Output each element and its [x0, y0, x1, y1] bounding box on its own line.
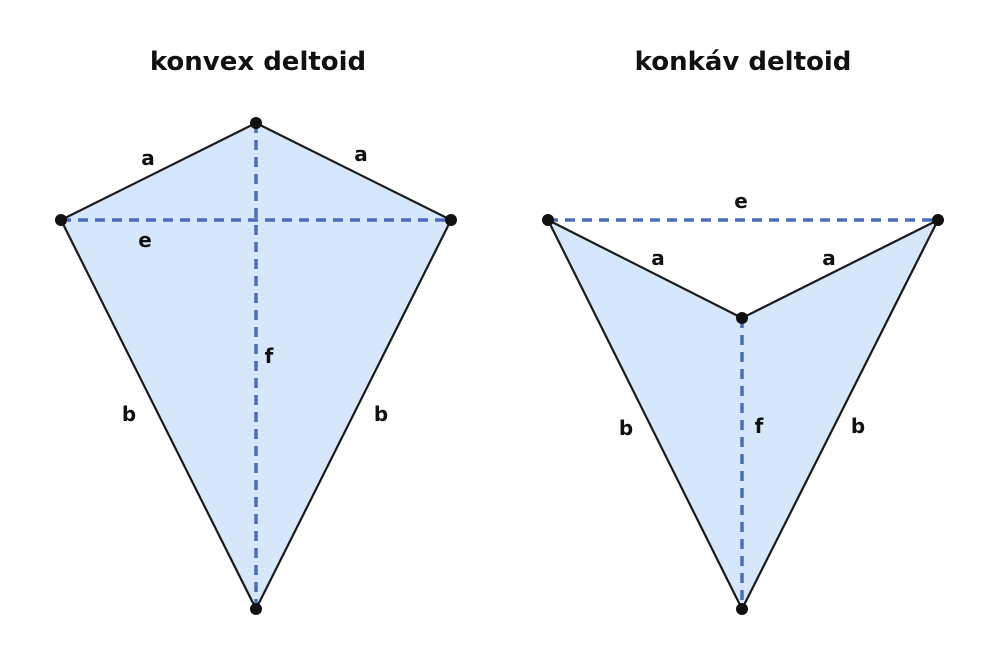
concave-vertex-right [932, 214, 944, 226]
concave-label-b-right: b [851, 414, 865, 438]
concave-label-b-left: b [619, 416, 633, 440]
convex-label-b-right: b [374, 402, 388, 426]
concave-vertex-bottom [736, 603, 748, 615]
concave-label-e: e [734, 189, 748, 213]
concave-label-f: f [755, 414, 764, 438]
concave-deltoid-title: konkáv deltoid [635, 47, 852, 77]
concave-label-a-left: a [651, 246, 665, 270]
concave-vertex-left [542, 214, 554, 226]
convex-vertex-left [55, 214, 67, 226]
convex-label-f: f [265, 344, 274, 368]
concave-kite-shape [546, 218, 940, 611]
convex-label-a-right: a [354, 142, 368, 166]
convex-vertex-bottom [250, 603, 262, 615]
convex-deltoid-title: konvex deltoid [150, 47, 366, 77]
convex-label-e: e [138, 228, 152, 252]
concave-deltoid-figure: konkáv deltoid e a a f b b [542, 47, 944, 615]
convex-deltoid-figure: konvex deltoid a a e f b b [55, 47, 457, 615]
convex-vertex-right [445, 214, 457, 226]
concave-label-a-right: a [822, 246, 836, 270]
convex-label-a-left: a [141, 146, 155, 170]
convex-label-b-left: b [122, 402, 136, 426]
concave-vertex-inner [736, 312, 748, 324]
convex-vertex-top [250, 117, 262, 129]
